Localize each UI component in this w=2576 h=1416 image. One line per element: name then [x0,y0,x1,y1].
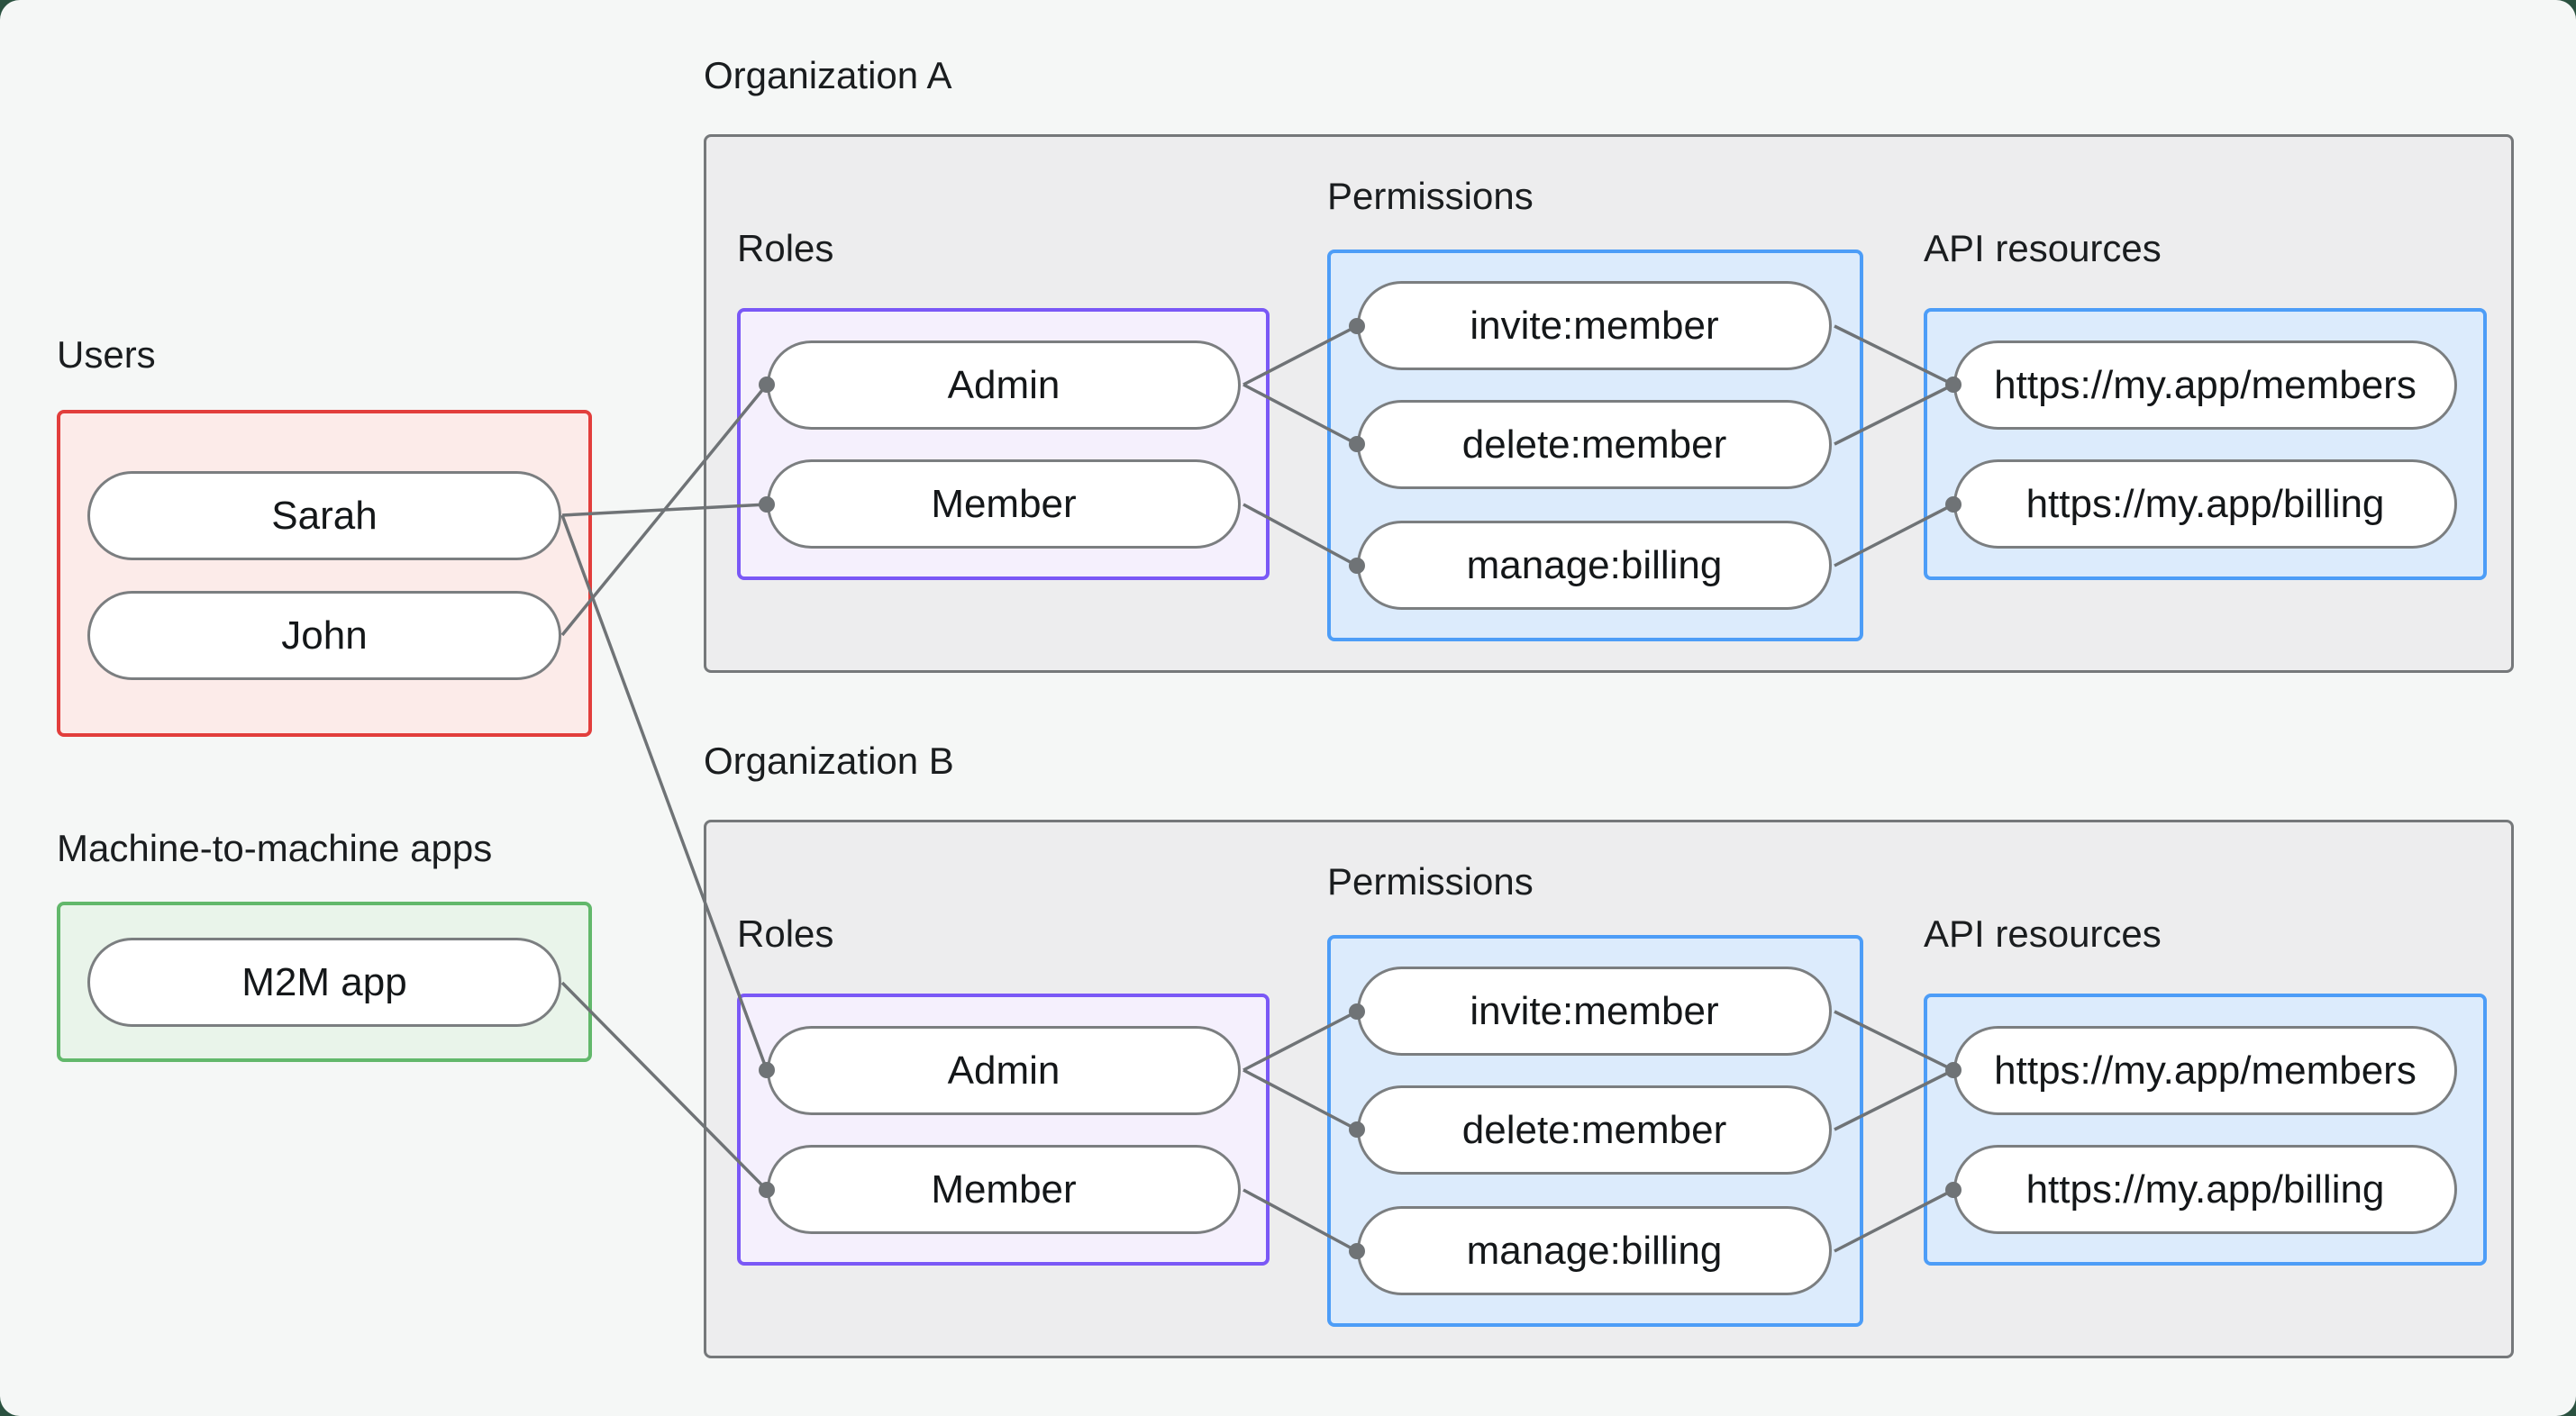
org-a-api-members: https://my.app/members [1953,340,2457,430]
org-a-role-member: Member [767,459,1241,549]
org-b-api-members: https://my.app/members [1953,1026,2457,1115]
org-b-api-billing: https://my.app/billing [1953,1145,2457,1234]
org-a-permission-manage-billing: manage:billing [1357,521,1832,610]
org-b-role-admin: Admin [767,1026,1241,1115]
org-b-title: Organization B [704,740,954,782]
m2m-node-app: M2M app [87,938,561,1027]
user-node-sarah: Sarah [87,471,561,560]
org-a-permissions-label: Permissions [1327,175,1534,217]
org-b-permission-invite-member: invite:member [1357,967,1832,1056]
user-node-john: John [87,591,561,680]
org-b-role-member: Member [767,1145,1241,1234]
org-a-permission-invite-member: invite:member [1357,281,1832,370]
users-group-label: Users [57,333,156,376]
org-a-permission-delete-member: delete:member [1357,400,1832,489]
org-b-roles-label: Roles [737,912,834,955]
org-a-api-resources-label: API resources [1924,227,2162,269]
org-b-permission-delete-member: delete:member [1357,1085,1832,1175]
org-b-api-resources-label: API resources [1924,912,2162,955]
org-a-roles-label: Roles [737,227,834,269]
m2m-group-label: Machine-to-machine apps [57,827,493,869]
org-a-title: Organization A [704,54,952,96]
org-b-permission-manage-billing: manage:billing [1357,1206,1832,1295]
org-a-api-billing: https://my.app/billing [1953,459,2457,549]
org-b-permissions-label: Permissions [1327,860,1534,903]
users-group-box [57,410,592,737]
org-a-role-admin: Admin [767,340,1241,430]
